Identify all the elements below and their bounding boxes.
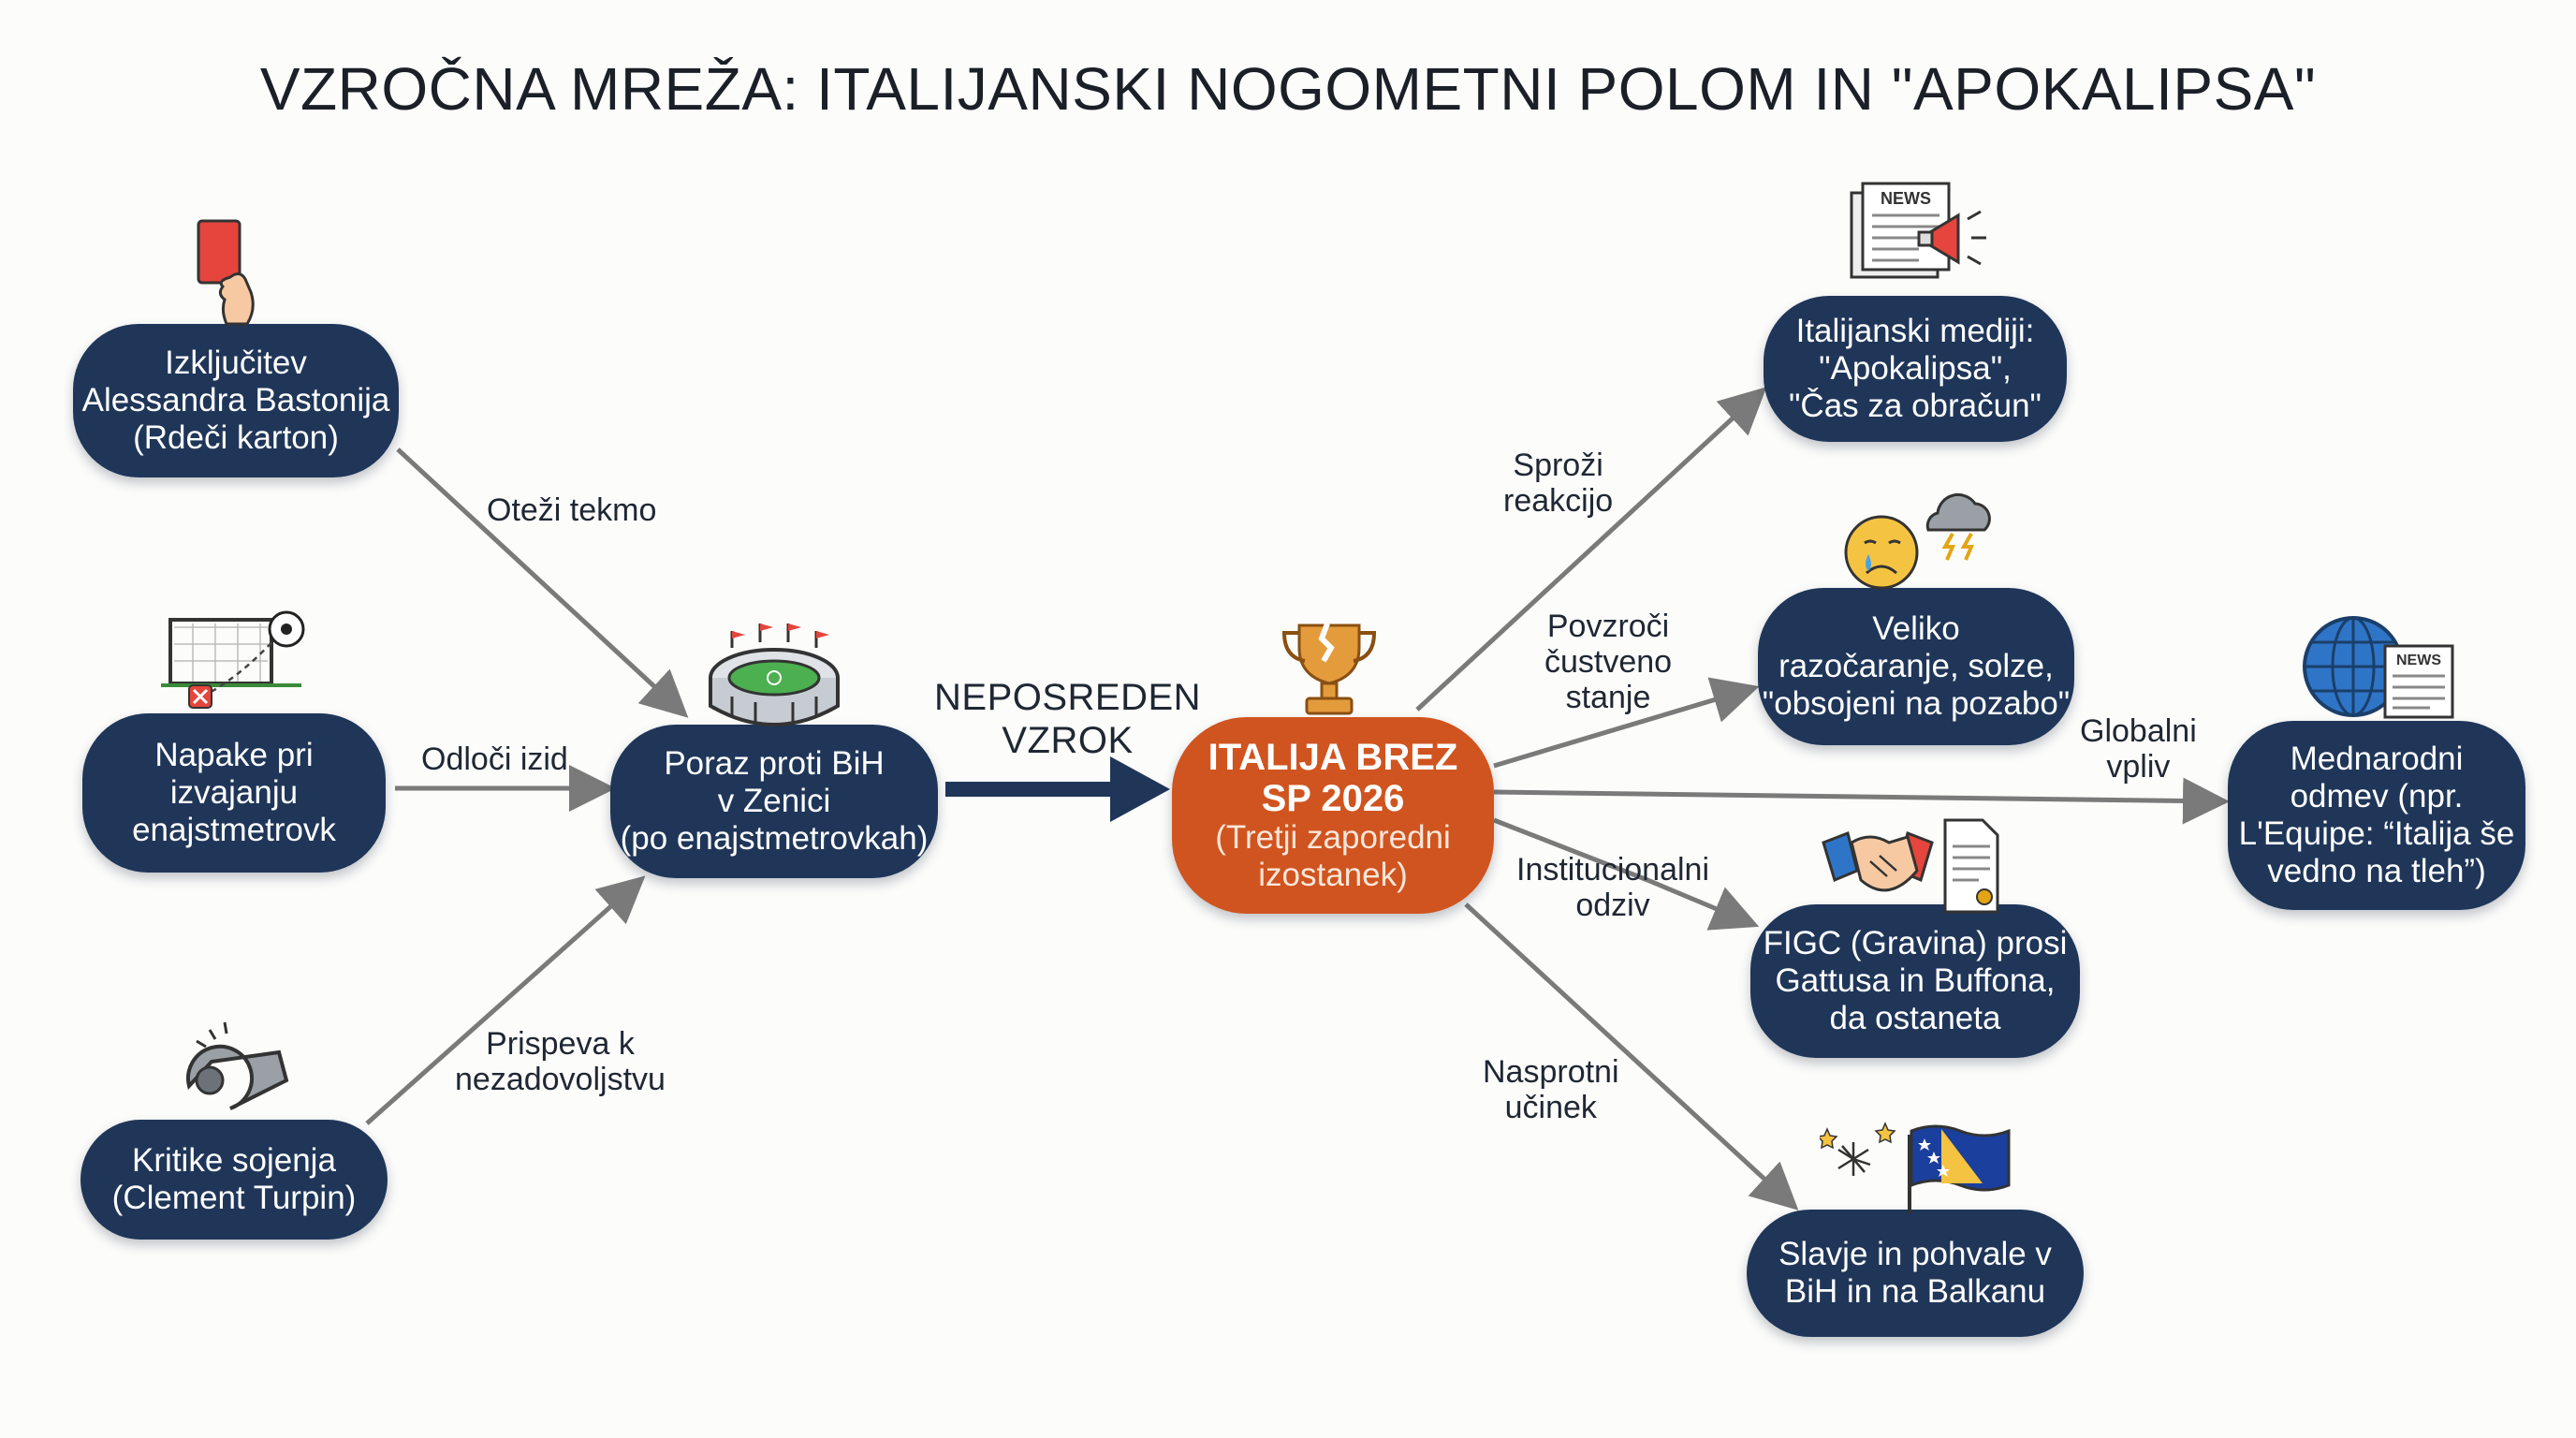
edge-central-figc [1493, 817, 1760, 931]
news-megaphone-icon: NEWS [1850, 182, 1986, 279]
diagram-title: VZROČNA MREŽA: ITALIJANSKI NOGOMETNI POL… [259, 55, 2317, 123]
node-referee-criticism[interactable]: Kritike sojenja (Clement Turpin) [80, 1120, 388, 1240]
node-bastoni-red-card[interactable]: Izključitev Alessandra Bastonija (Rdeči … [73, 324, 399, 477]
fireworks-bih-flag-icon [1820, 1122, 2011, 1213]
edge-central-celebration [1464, 902, 1799, 1211]
crying-face-storm-icon [1844, 493, 1991, 590]
edge-defeat-central-head [1110, 756, 1170, 822]
svg-text:NEWS: NEWS [2396, 653, 2441, 668]
whistle-icon [186, 1021, 289, 1110]
edge-defeat-central-shaft [945, 782, 1114, 797]
handshake-contract-icon [1822, 818, 1999, 914]
edge-referee-defeat [365, 875, 646, 1125]
edge-label-bastoni-defeat: Oteži tekmo [487, 492, 657, 528]
node-penalty-mistakes[interactable]: Napake pri izvajanju enajstmetrovk [82, 713, 386, 873]
node-italy-without-wc[interactable]: ITALIJA BREZ SP 2026 (Tretji zaporedni i… [1172, 717, 1494, 914]
svg-text:NEWS: NEWS [1881, 189, 1931, 208]
edge-bastoni-defeat [396, 448, 689, 718]
node-figc-response[interactable]: FIGC (Gravina) prosi Gattusa in Buffona,… [1750, 904, 2080, 1058]
node-italian-media[interactable]: Italijanski mediji: "Apokalipsa", "Čas z… [1764, 296, 2067, 442]
edge-central-disappointment [1493, 677, 1760, 769]
globe-news-icon: NEWS [2303, 616, 2454, 719]
goal-missed-penalty-icon [161, 610, 305, 709]
edge-central-media [1415, 387, 1767, 712]
node-defeat-bih[interactable]: Poraz proti BiH v Zenici (po enajstmetro… [610, 725, 938, 878]
node-bih-celebration[interactable]: Slavje in pohvale v BiH in na Balkanu [1747, 1210, 2084, 1337]
edge-label-penalties-defeat: Odloči izid [421, 741, 568, 777]
stadium-icon [709, 624, 840, 726]
edge-central-international [1493, 777, 2230, 825]
node-international-echo[interactable]: Mednarodni odmev (npr. L'Equipe: “Italij… [2228, 721, 2525, 910]
red-card-icon [197, 219, 255, 326]
node-disappointment[interactable]: Veliko razočaranje, solze, "obsojeni na … [1758, 588, 2074, 745]
broken-trophy-icon [1281, 622, 1377, 715]
